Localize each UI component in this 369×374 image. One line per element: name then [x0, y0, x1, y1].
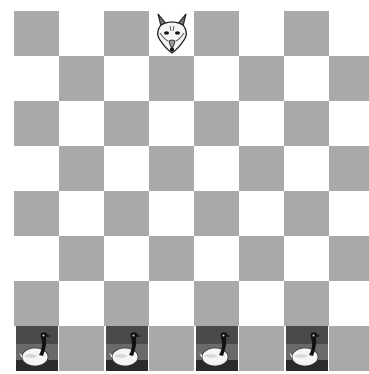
goose-icon[interactable] [16, 326, 58, 371]
board-square-r1-c7[interactable] [329, 56, 369, 101]
board-square-r5-c6[interactable] [284, 236, 329, 281]
board-square-r3-c2[interactable] [104, 146, 149, 191]
board-square-r1-c4[interactable] [194, 56, 239, 101]
board-square-r2-c5[interactable] [239, 101, 284, 146]
board-square-r7-c6[interactable] [284, 326, 329, 371]
board-square-r1-c1[interactable] [59, 56, 104, 101]
board-square-r7-c1[interactable] [59, 326, 104, 371]
board-square-r0-c3[interactable] [149, 11, 194, 56]
board-square-r4-c4[interactable] [194, 191, 239, 236]
board-square-r5-c4[interactable] [194, 236, 239, 281]
board-square-r3-c7[interactable] [329, 146, 369, 191]
board-square-r7-c2[interactable] [104, 326, 149, 371]
board-square-r3-c0[interactable] [14, 146, 59, 191]
board-square-r4-c2[interactable] [104, 191, 149, 236]
board-square-r5-c2[interactable] [104, 236, 149, 281]
board-square-r2-c1[interactable] [59, 101, 104, 146]
board-square-r1-c5[interactable] [239, 56, 284, 101]
board-square-r7-c5[interactable] [239, 326, 284, 371]
board-square-r1-c6[interactable] [284, 56, 329, 101]
goose-icon[interactable] [196, 326, 238, 371]
board-square-r2-c3[interactable] [149, 101, 194, 146]
game-board [14, 11, 369, 371]
board-square-r0-c7[interactable] [329, 11, 369, 56]
board-square-r4-c7[interactable] [329, 191, 369, 236]
board-square-r2-c0[interactable] [14, 101, 59, 146]
board-square-r6-c6[interactable] [284, 281, 329, 326]
board-square-r2-c4[interactable] [194, 101, 239, 146]
board-square-r6-c3[interactable] [149, 281, 194, 326]
board-square-r7-c0[interactable] [14, 326, 59, 371]
board-square-r2-c7[interactable] [329, 101, 369, 146]
board-square-r5-c1[interactable] [59, 236, 104, 281]
board-square-r5-c0[interactable] [14, 236, 59, 281]
board-square-r4-c6[interactable] [284, 191, 329, 236]
board-square-r5-c7[interactable] [329, 236, 369, 281]
board-square-r0-c0[interactable] [14, 11, 59, 56]
board-square-r2-c6[interactable] [284, 101, 329, 146]
board-square-r1-c0[interactable] [14, 56, 59, 101]
board-square-r2-c2[interactable] [104, 101, 149, 146]
board-square-r1-c2[interactable] [104, 56, 149, 101]
board-square-r6-c1[interactable] [59, 281, 104, 326]
board-square-r6-c7[interactable] [329, 281, 369, 326]
goose-icon[interactable] [286, 326, 328, 371]
board-square-r0-c5[interactable] [239, 11, 284, 56]
board-square-r3-c4[interactable] [194, 146, 239, 191]
board-square-r4-c3[interactable] [149, 191, 194, 236]
board-square-r3-c3[interactable] [149, 146, 194, 191]
board-square-r3-c5[interactable] [239, 146, 284, 191]
board-square-r0-c2[interactable] [104, 11, 149, 56]
board-square-r4-c1[interactable] [59, 191, 104, 236]
board-square-r6-c0[interactable] [14, 281, 59, 326]
board-square-r0-c6[interactable] [284, 11, 329, 56]
board-square-r6-c4[interactable] [194, 281, 239, 326]
goose-icon[interactable] [106, 326, 148, 371]
board-square-r6-c2[interactable] [104, 281, 149, 326]
board-square-r0-c1[interactable] [59, 11, 104, 56]
board-square-r4-c5[interactable] [239, 191, 284, 236]
board-square-r3-c1[interactable] [59, 146, 104, 191]
board-square-r0-c4[interactable] [194, 11, 239, 56]
board-square-r7-c3[interactable] [149, 326, 194, 371]
board-square-r7-c4[interactable] [194, 326, 239, 371]
board-square-r5-c3[interactable] [149, 236, 194, 281]
board-square-r5-c5[interactable] [239, 236, 284, 281]
fox-icon[interactable] [151, 11, 193, 56]
board-square-r6-c5[interactable] [239, 281, 284, 326]
board-square-r7-c7[interactable] [329, 326, 369, 371]
board-square-r1-c3[interactable] [149, 56, 194, 101]
board-square-r3-c6[interactable] [284, 146, 329, 191]
board-square-r4-c0[interactable] [14, 191, 59, 236]
